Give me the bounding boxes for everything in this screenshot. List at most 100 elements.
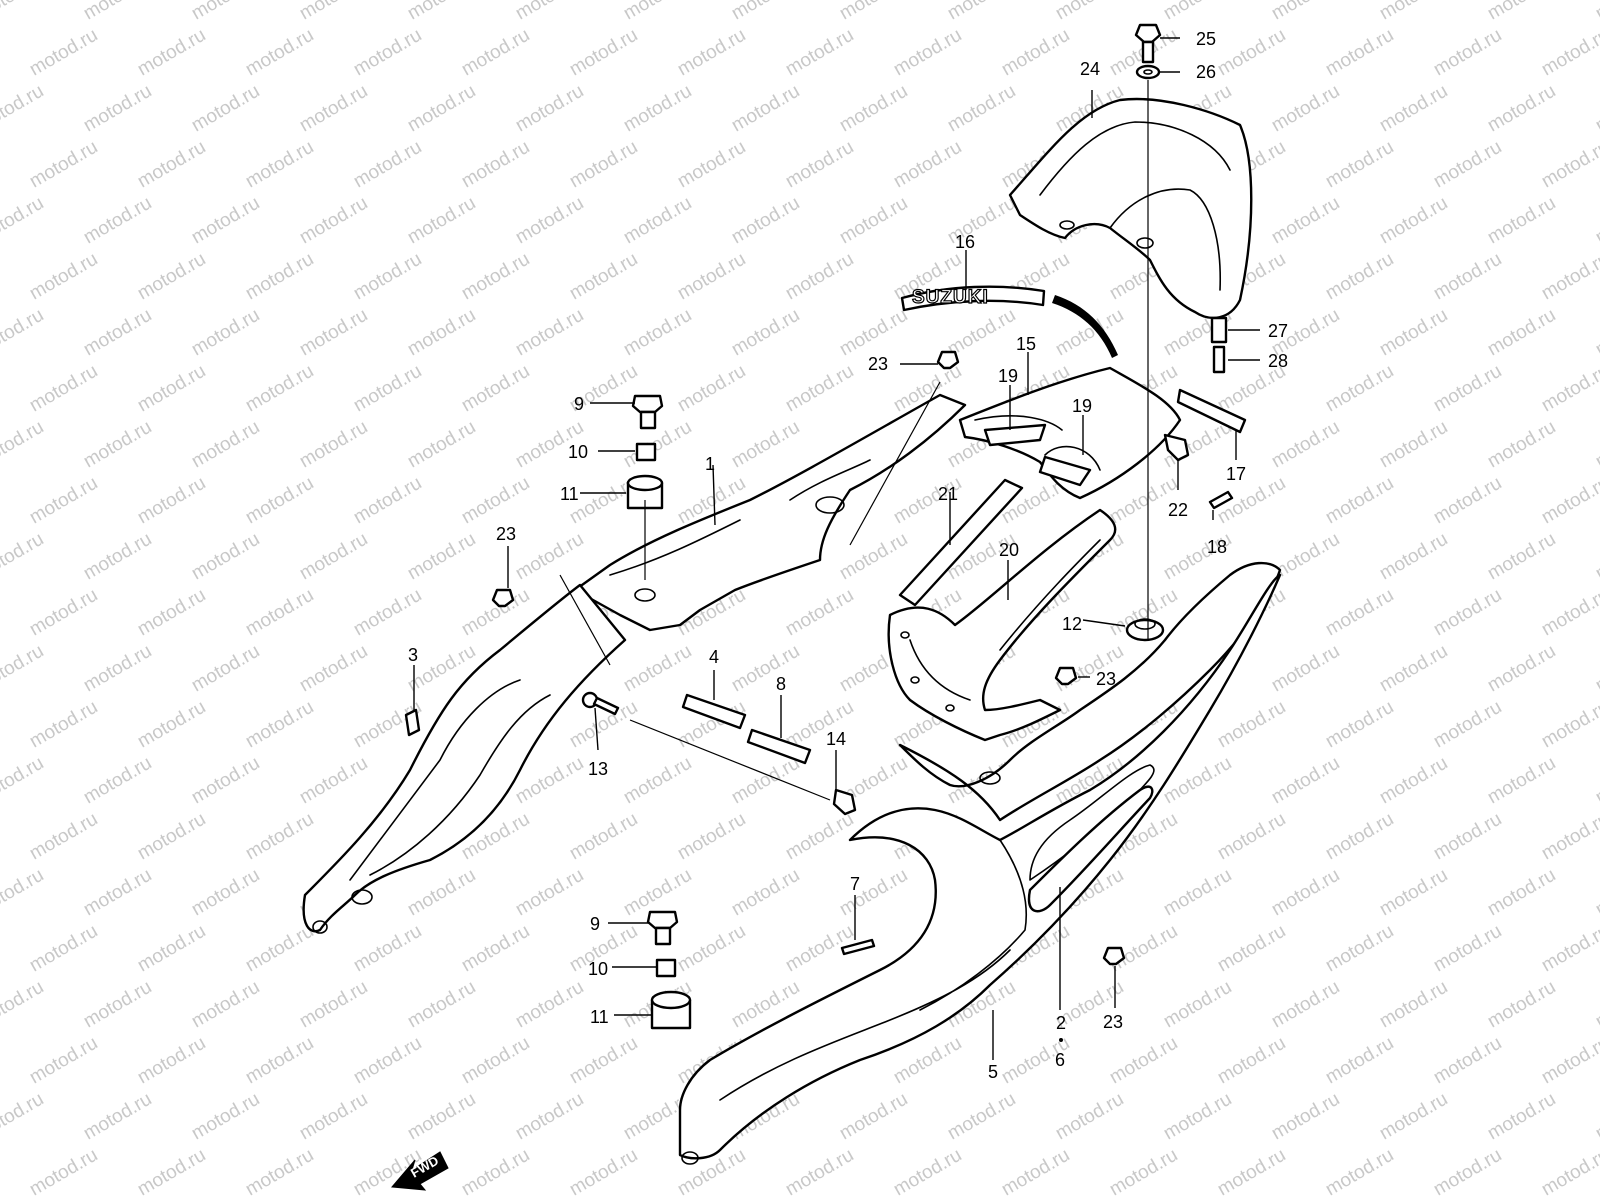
part-3-pad (404, 708, 421, 737)
part-15-tail-panel (958, 366, 1182, 500)
watermark-text: motod.ru (296, 529, 371, 585)
watermark-text: motod.ru (1484, 305, 1559, 361)
watermark-text: motod.ru (404, 305, 479, 361)
watermark-text: motod.ru (242, 809, 317, 865)
watermark-text: motod.ru (728, 417, 803, 473)
watermark-text: motod.ru (80, 1089, 155, 1145)
watermark-text: motod.ru (0, 81, 47, 137)
watermark-text: motod.ru (836, 1089, 911, 1145)
watermark-text: motod.ru (404, 1089, 479, 1145)
callout-26: 26 (1196, 62, 1216, 82)
watermark-text: motod.ru (296, 417, 371, 473)
emblem-text: SUZUKI (912, 287, 989, 308)
watermark-text: motod.ru (188, 0, 263, 24)
leader-lines (413, 37, 1260, 1060)
watermark-text: motod.ru (80, 641, 155, 697)
watermark-text: motod.ru (512, 529, 587, 585)
watermark-text: motod.ru (80, 529, 155, 585)
watermark-text: motod.ru (1214, 25, 1289, 81)
watermark-text: motod.ru (1484, 81, 1559, 137)
watermark-text: motod.ru (242, 1145, 317, 1200)
watermark-text: motod.ru (1214, 809, 1289, 865)
watermark-text: motod.ru (1214, 1145, 1289, 1200)
part-23-screw-upper (936, 350, 960, 370)
watermark-text: motod.ru (26, 25, 101, 81)
watermark-text: motod.ru (188, 81, 263, 137)
part-25-bolt (1134, 23, 1162, 64)
part-27-collar (1210, 316, 1228, 344)
watermark-text: motod.ru (1592, 0, 1600, 24)
watermark-text: motod.ru (1484, 529, 1559, 585)
watermark-text: motod.ru (1376, 753, 1451, 809)
watermark-text: motod.ru (1214, 1033, 1289, 1089)
watermark-text: motod.ru (1484, 193, 1559, 249)
watermark-text: motod.ru (728, 0, 803, 24)
watermark-text: motod.ru (458, 1145, 533, 1200)
callout-23-left: 23 (496, 524, 516, 544)
watermark-text: motod.ru (134, 25, 209, 81)
watermark-text: motod.ru (242, 249, 317, 305)
watermark-text: motod.ru (1160, 1089, 1235, 1145)
watermark-text: motod.ru (80, 753, 155, 809)
watermark-text: motod.ru (350, 137, 425, 193)
watermark-text: motod.ru (512, 193, 587, 249)
watermark-text: motod.ru (1376, 865, 1451, 921)
watermark-text: motod.ru (998, 25, 1073, 81)
watermark-text: motod.ru (728, 81, 803, 137)
watermark-text: motod.ru (1430, 1033, 1505, 1089)
part-19-tape-right (1038, 455, 1092, 487)
watermark-text: motod.ru (944, 0, 1019, 24)
callout-8: 8 (776, 674, 786, 694)
watermark-text: motod.ru (0, 641, 47, 697)
watermark-text: motod.ru (134, 921, 209, 977)
watermark-text: motod.ru (728, 865, 803, 921)
watermark-text: motod.ru (1268, 865, 1343, 921)
watermark-text: motod.ru (242, 585, 317, 641)
part-21-seal (898, 478, 1024, 607)
watermark-text: motod.ru (1322, 137, 1397, 193)
watermark-text: motod.ru (1430, 809, 1505, 865)
watermark-text: motod.ru (1592, 641, 1600, 697)
part-1-frame-cover (573, 393, 967, 632)
watermark-text: motod.ru (782, 25, 857, 81)
watermark-text: motod.ru (0, 305, 47, 361)
watermark-text: motod.ru (620, 0, 695, 24)
watermark-text: motod.ru (1484, 417, 1559, 473)
watermark-text: motod.ru (350, 1033, 425, 1089)
part-20-tray (887, 508, 1117, 742)
callout-9-lower: 9 (590, 914, 600, 934)
watermark-text: motod.ru (1592, 977, 1600, 1033)
watermark-text: motod.ru (296, 977, 371, 1033)
watermark-text: motod.ru (1376, 305, 1451, 361)
watermark-text: motod.ru (674, 249, 749, 305)
part-10-collar-lower (655, 958, 677, 978)
watermark-text: motod.ru (728, 193, 803, 249)
watermark-text: motod.ru (0, 417, 47, 473)
callout-19-left: 19 (998, 366, 1018, 386)
watermark-text: motod.ru (242, 361, 317, 417)
watermark-text: motod.ru (296, 81, 371, 137)
watermark-text: motod.ru (134, 809, 209, 865)
part-26-washer (1135, 64, 1161, 80)
watermark-text: motod.ru (296, 641, 371, 697)
callout-1: 1 (705, 454, 715, 474)
watermark-text: motod.ru (458, 921, 533, 977)
part-9-bolt-lower (646, 910, 679, 946)
callout-16: 16 (955, 232, 975, 252)
watermark-text: motod.ru (0, 865, 47, 921)
part-7-pad (840, 938, 876, 956)
watermark-text: motod.ru (782, 137, 857, 193)
part-23-screw-lower (1102, 946, 1126, 966)
watermark-text: motod.ru (512, 0, 587, 24)
watermark-text: motod.ru (1538, 249, 1600, 305)
watermark-text: motod.ru (188, 417, 263, 473)
watermark-text: motod.ru (80, 417, 155, 473)
watermark-text: motod.ru (188, 977, 263, 1033)
callout-10-upper: 10 (568, 442, 588, 462)
watermark-text: motod.ru (1268, 0, 1343, 24)
watermark-text: motod.ru (728, 641, 803, 697)
callout-21: 21 (938, 484, 958, 504)
watermark-text: motod.ru (566, 1145, 641, 1200)
callout-9-upper: 9 (574, 394, 584, 414)
watermark-text: motod.ru (1430, 25, 1505, 81)
